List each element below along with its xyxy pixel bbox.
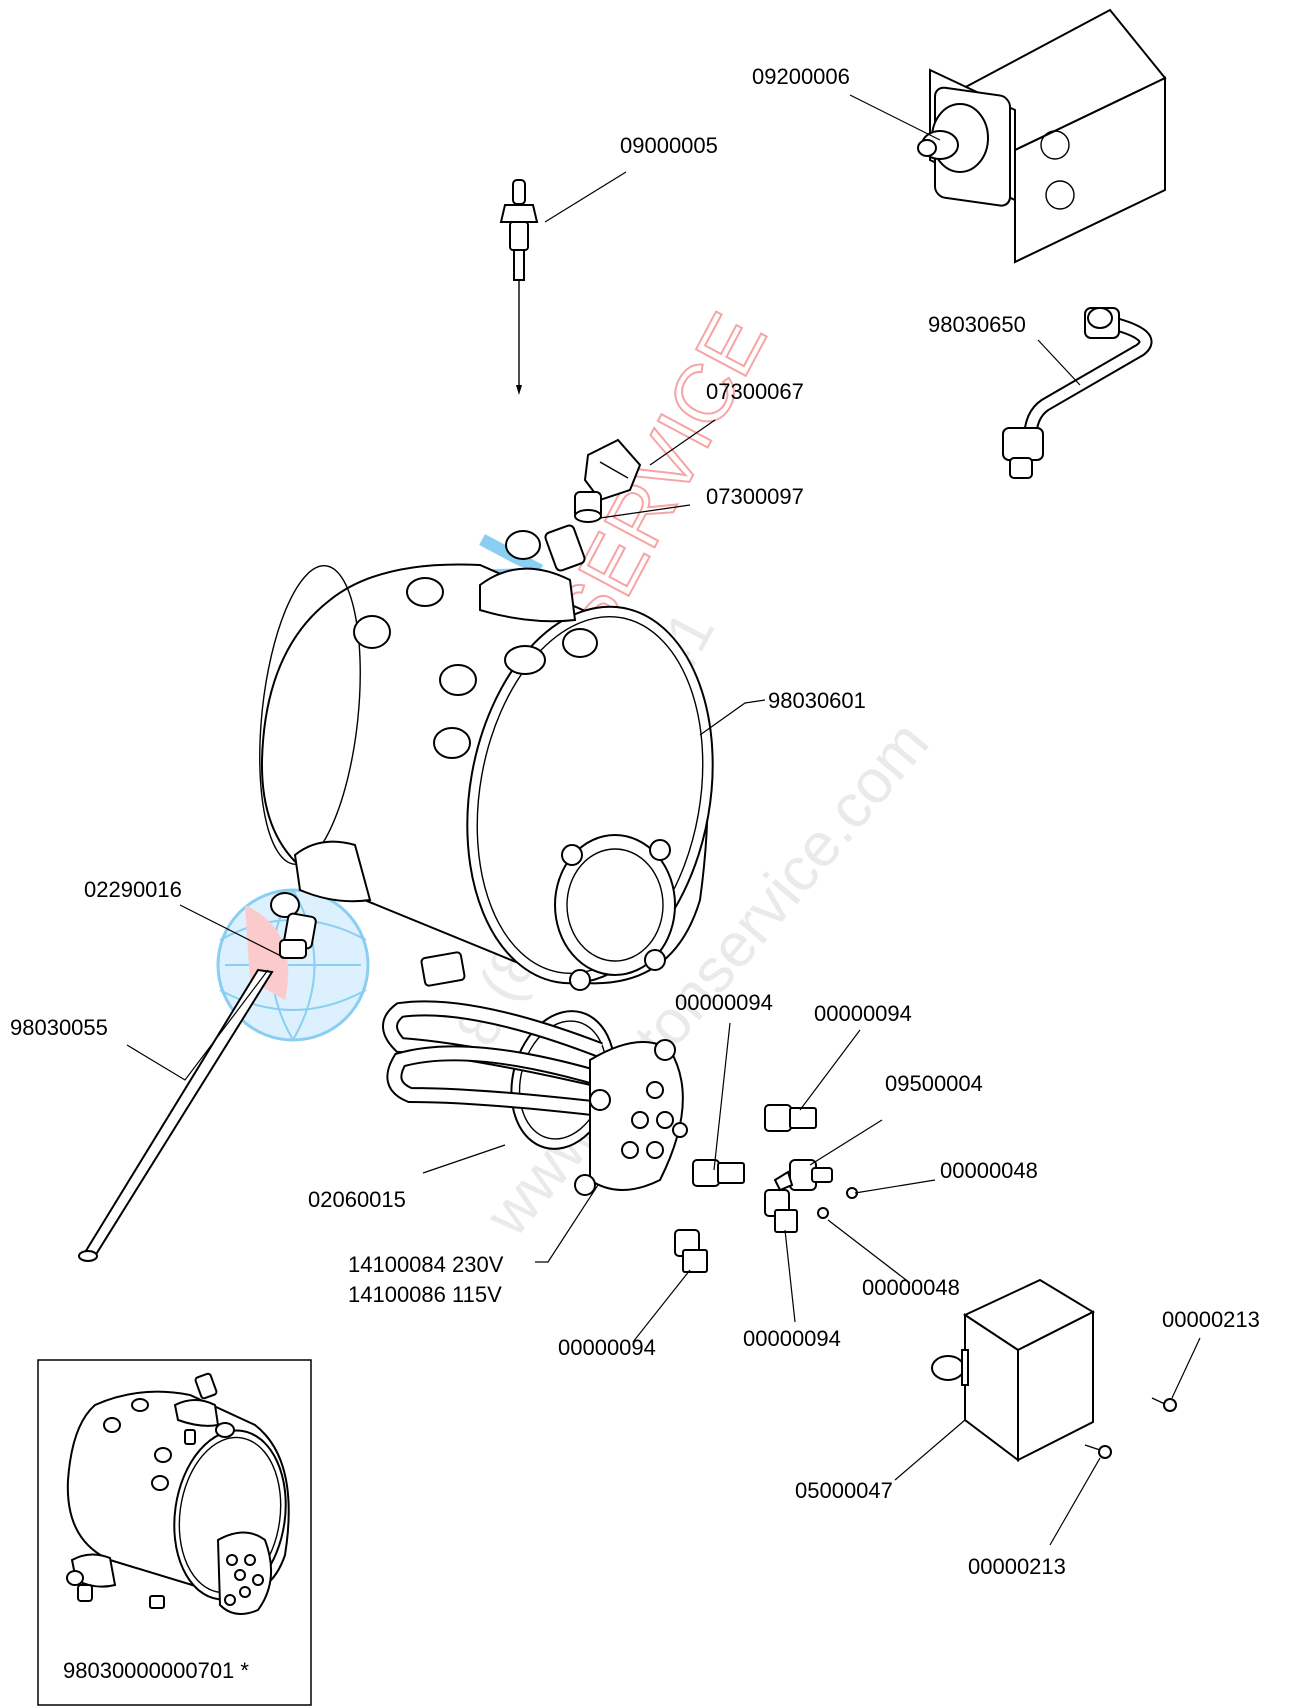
part-00000094-bolt-c [764, 1189, 798, 1233]
label-07300067: 07300067 [706, 379, 804, 404]
label-98030650: 98030650 [928, 312, 1026, 337]
label-00000048-b: 00000048 [862, 1275, 960, 1300]
label-07300097: 07300097 [706, 484, 804, 509]
part-00000094-bolt-b [764, 1104, 817, 1132]
part-00000213-screw-a [1151, 1397, 1177, 1412]
part-00000094-bolt-a [692, 1159, 745, 1187]
part-98030601-boiler [259, 524, 714, 991]
label-assembly-98030000000701: 98030000000701 * [63, 1658, 249, 1683]
label-09000005: 09000005 [620, 133, 718, 158]
label-98030055: 98030055 [10, 1015, 108, 1040]
part-00000213-screw-b [1084, 1444, 1112, 1459]
label-98030601: 98030601 [768, 688, 866, 713]
label-02290016: 02290016 [84, 877, 182, 902]
label-14100086-115v: 14100086 115V [348, 1282, 502, 1307]
part-98030650-pipe [1002, 307, 1153, 479]
label-09200006: 09200006 [752, 64, 850, 89]
part-00000094-bolt-d [674, 1229, 708, 1273]
leader-lines [126, 94, 1201, 1546]
part-09000005-probe [499, 179, 539, 395]
part-14100084-heater [382, 1000, 688, 1196]
label-00000213-b: 00000213 [968, 1554, 1066, 1579]
label-00000094-d: 00000094 [558, 1335, 656, 1360]
part-05000047-cover [931, 1278, 1096, 1463]
label-09500004: 09500004 [885, 1071, 983, 1096]
part-09500004-thermostat [773, 1159, 833, 1192]
label-05000047: 05000047 [795, 1478, 893, 1503]
label-00000213-a: 00000213 [1162, 1307, 1260, 1332]
part-09200006-block [917, 8, 1167, 264]
label-14100084-230v: 14100084 230V [348, 1252, 504, 1277]
part-07300097-ring [574, 491, 602, 523]
part-labels: 09200006 09000005 98030650 07300067 0730… [10, 64, 1260, 1579]
label-00000094-a: 00000094 [675, 990, 773, 1015]
part-02290016-fitting [279, 912, 317, 959]
part-98030055-tube [78, 968, 274, 1262]
assembly-inset-drawing [66, 1372, 290, 1615]
label-00000094-b: 00000094 [814, 1001, 912, 1026]
assembly-inset: 98030000000701 * [37, 1359, 312, 1706]
part-00000048-screw-b [817, 1207, 829, 1219]
label-02060015: 02060015 [308, 1187, 406, 1212]
label-00000094-c: 00000094 [743, 1326, 841, 1351]
part-07300067-nut [583, 438, 642, 502]
label-00000048-a: 00000048 [940, 1158, 1038, 1183]
